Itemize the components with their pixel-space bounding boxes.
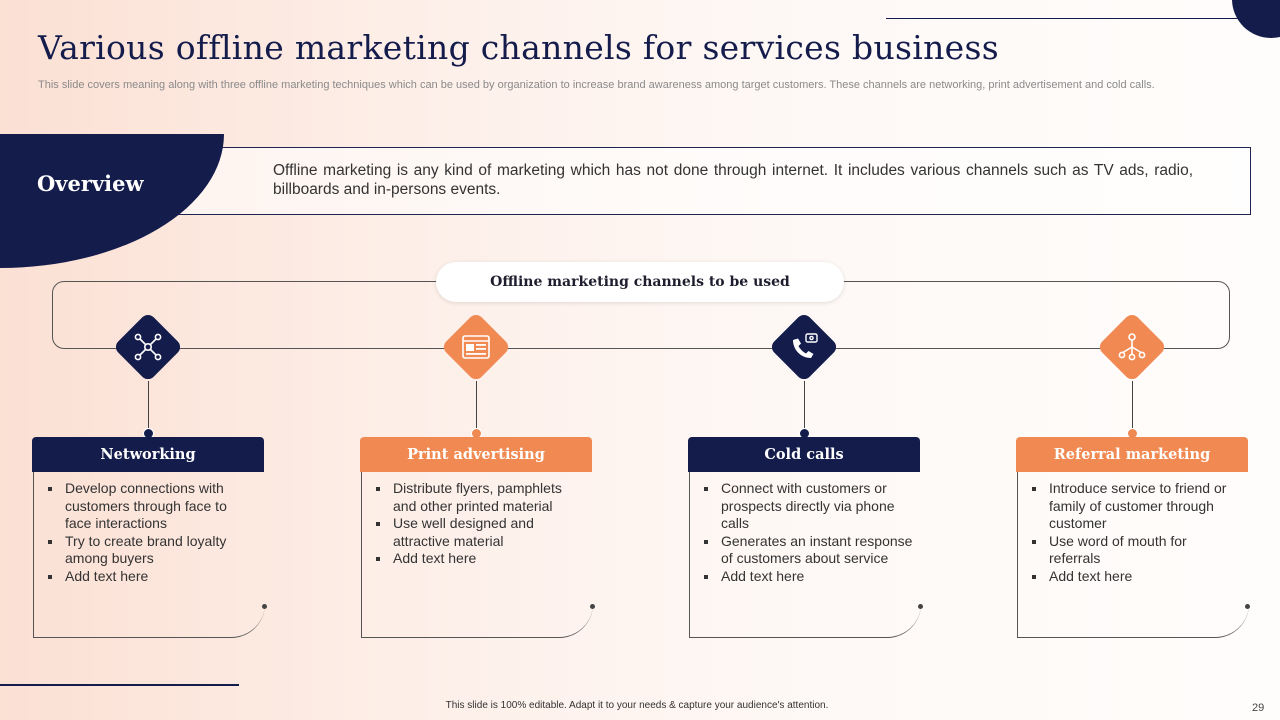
print-advertising-card-title: Print advertising	[360, 437, 592, 472]
cold-calls-bullet-list: Connect with customers or prospects dire…	[689, 480, 913, 586]
cold-calls-connector	[804, 381, 805, 433]
print-advertising-icon-badge	[440, 311, 512, 383]
top-divider-line	[886, 18, 1242, 19]
referral-marketing-icon-badge	[1096, 311, 1168, 383]
phone-call-icon	[793, 333, 818, 358]
referral-marketing-card-title: Referral marketing	[1016, 437, 1248, 472]
print-advertising-card-body	[361, 472, 593, 638]
overview-label: Overview	[37, 171, 144, 196]
footer-note: This slide is 100% editable. Adapt it to…	[445, 700, 829, 711]
list-item: Add text here	[361, 550, 585, 568]
networking-card-title: Networking	[32, 437, 264, 472]
referral-marketing-connector	[1132, 381, 1133, 433]
list-item: Add text here	[689, 568, 913, 586]
print-advertising-card-end-dot	[590, 604, 595, 609]
list-item: Distribute flyers, pamphlets and other p…	[361, 480, 585, 515]
list-item: Introduce service to friend or family of…	[1017, 480, 1241, 533]
networking-card-end-dot	[262, 604, 267, 609]
networking-bullet-list: Develop connections with customers throu…	[33, 480, 257, 586]
list-item: Try to create brand loyalty among buyers	[33, 533, 257, 568]
networking-card-body	[33, 472, 265, 638]
bottom-divider-line	[0, 684, 239, 686]
corner-decoration-navy	[1232, 0, 1280, 38]
list-item: Generates an instant response of custome…	[689, 533, 913, 568]
page-number: 29	[1252, 702, 1265, 714]
overview-box	[175, 147, 1251, 215]
list-item: Use word of mouth for referrals	[1017, 533, 1241, 568]
list-item: Connect with customers or prospects dire…	[689, 480, 913, 533]
overview-label-shape	[0, 134, 224, 268]
slide-title: Various offline marketing channels for s…	[38, 28, 999, 67]
cold-calls-icon-badge	[768, 311, 840, 383]
referral-marketing-card-end-dot	[1245, 604, 1250, 609]
cold-calls-card-end-dot	[918, 604, 923, 609]
list-item: Develop connections with customers throu…	[33, 480, 257, 533]
networking-connector	[148, 381, 149, 433]
slide-subtitle: This slide covers meaning along with thr…	[38, 79, 1155, 91]
cold-calls-card-body	[689, 472, 921, 638]
channels-heading: Offline marketing channels to be used	[436, 262, 844, 302]
network-people-icon	[134, 333, 162, 361]
referral-network-icon	[1118, 333, 1146, 361]
list-item: Add text here	[33, 568, 257, 586]
referral-marketing-card-body	[1017, 472, 1249, 638]
print-advertising-connector	[476, 381, 477, 433]
list-item: Use well designed and attractive materia…	[361, 515, 585, 550]
newspaper-icon	[462, 335, 490, 359]
list-item: Add text here	[1017, 568, 1241, 586]
referral-marketing-bullet-list: Introduce service to friend or family of…	[1017, 480, 1241, 586]
networking-icon-badge	[112, 311, 184, 383]
print-advertising-bullet-list: Distribute flyers, pamphlets and other p…	[361, 480, 585, 568]
overview-text: Offline marketing is any kind of marketi…	[273, 162, 1193, 198]
cold-calls-card-title: Cold calls	[688, 437, 920, 472]
